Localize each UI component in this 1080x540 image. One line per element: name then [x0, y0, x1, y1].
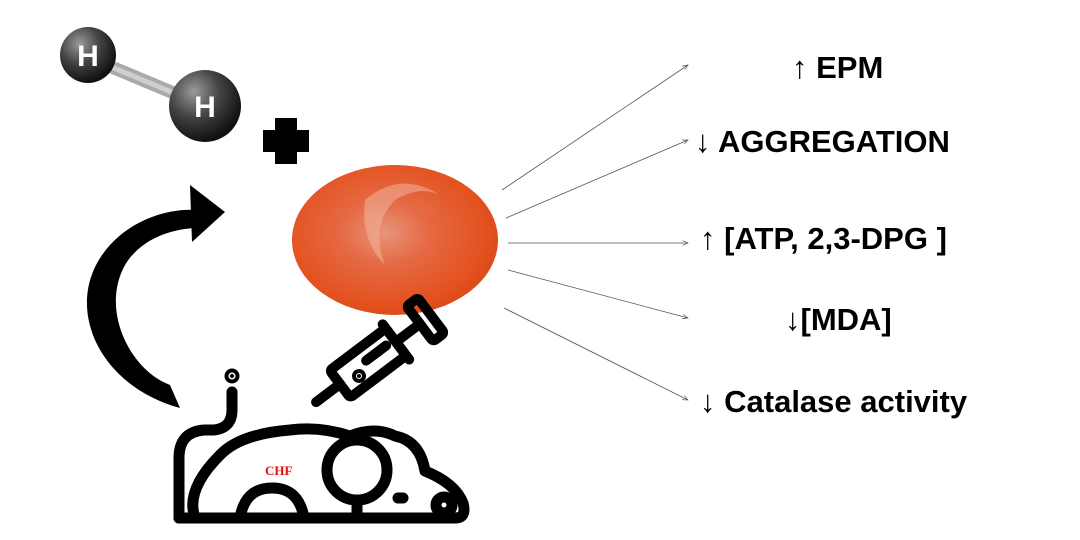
atom-label-2: H [194, 91, 216, 124]
arrow-line [505, 139, 688, 219]
effect-epm: ↑ EPM [792, 52, 883, 83]
curved-arrow-icon [86, 185, 225, 408]
effect-label: EPM [816, 50, 884, 85]
effect-catalase: ↓ Catalase activity [700, 386, 967, 417]
down-arrow-icon: ↓ [785, 302, 801, 337]
effect-atp-dpg: ↑ [ATP, 2,3-DPG ] [700, 223, 947, 254]
effect-mda: ↓[MDA] [785, 304, 892, 335]
down-arrow-icon: ↓ [700, 384, 716, 419]
up-arrow-icon: ↑ [700, 221, 716, 256]
syringe-icon [311, 294, 449, 408]
arrow-line [501, 65, 688, 191]
up-arrow-icon: ↑ [792, 50, 808, 85]
effect-label: [MDA] [800, 302, 892, 337]
effect-label: Catalase activity [724, 384, 968, 419]
atom-label-1: H [77, 40, 99, 73]
red-blood-cell-icon [292, 165, 498, 315]
effect-aggregation: ↓ AGGREGATION [695, 126, 950, 157]
effect-label: AGGREGATION [717, 124, 950, 159]
effect-label: [ATP, 2,3-DPG ] [724, 221, 947, 256]
hydrogen-molecule-icon: H H [60, 27, 241, 142]
arrow-line [507, 269, 688, 318]
plus-icon [263, 118, 309, 164]
down-arrow-icon: ↓ [695, 124, 711, 159]
arrow-line [503, 307, 688, 400]
mouse-label: CHF [265, 463, 293, 478]
mouse-icon [173, 368, 470, 524]
effect-arrows [501, 65, 688, 400]
